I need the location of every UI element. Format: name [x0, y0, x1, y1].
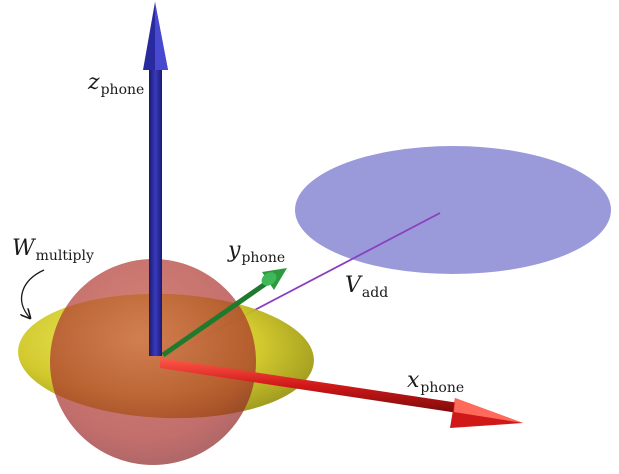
- z-axis-arrow: [143, 2, 168, 356]
- x-axis-label: xphone: [407, 368, 465, 396]
- z-axis-label: zphone: [88, 70, 145, 98]
- y-axis-label: yphone: [228, 238, 286, 266]
- red-sphere: [50, 259, 256, 465]
- target-plane: [295, 146, 611, 274]
- x-axis-arrow: [160, 358, 523, 428]
- y-axis-arrow: [161, 268, 287, 358]
- rotation-arrow-icon: [22, 269, 45, 318]
- v-add-label: Vadd: [345, 273, 389, 301]
- w-multiply-label: Wmultiply: [12, 236, 94, 264]
